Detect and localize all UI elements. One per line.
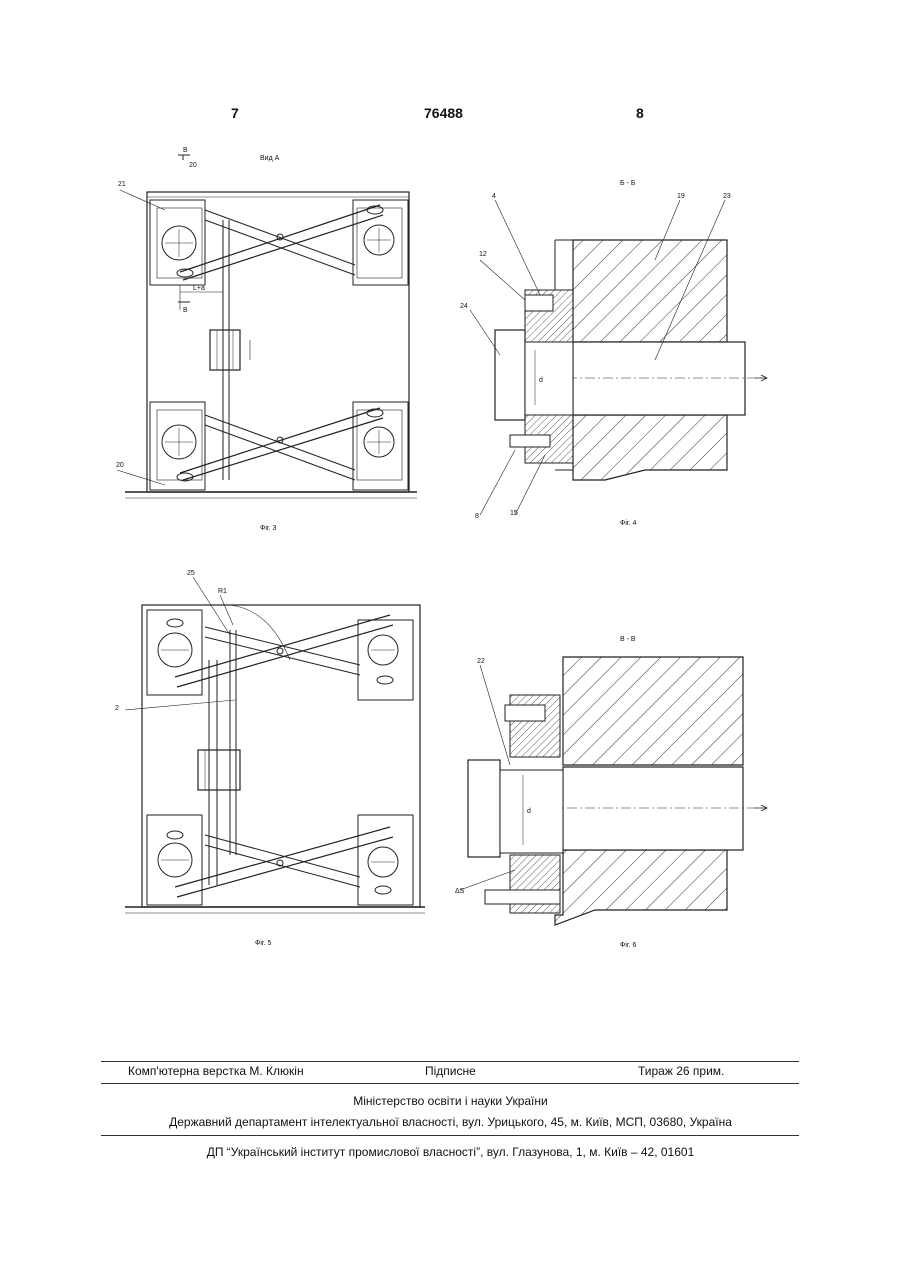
dimension-label: d — [539, 377, 543, 384]
label-4: 4 — [492, 193, 496, 200]
section-mark-top: В — [183, 147, 188, 154]
section-title: Б - Б — [620, 180, 636, 187]
figure-4: Б - Б 4 19 23 12 24 8 15 d Фіг. 4 — [455, 170, 785, 535]
typesetter: Комп'ютерна верстка М. Клюкін — [128, 1064, 304, 1078]
label-25: 25 — [187, 570, 195, 577]
patent-number: 76488 — [424, 105, 463, 121]
footer-rule-bottom — [101, 1135, 799, 1136]
figure-caption: Фіг. 5 — [255, 939, 271, 947]
label-24: 24 — [460, 303, 468, 310]
page-number-left: 7 — [231, 105, 239, 121]
institute: ДП “Український інститут промислової вла… — [0, 1145, 901, 1159]
label-delta-s: ΔS — [455, 888, 465, 895]
label-20-top: 20 — [189, 162, 197, 169]
label-15: 15 — [510, 510, 518, 517]
section-title: В - В — [620, 636, 636, 643]
ministry: Міністерство освіти і науки України — [0, 1094, 901, 1108]
footer-rule-top — [101, 1061, 799, 1062]
label-R1: R1 — [218, 588, 227, 595]
label-19: 19 — [677, 193, 685, 200]
label-12: 12 — [479, 251, 487, 258]
signed: Підписне — [425, 1064, 476, 1078]
view-title: Вид А — [260, 155, 280, 162]
figure-6: В - В 22 ΔS d Фіг. 6 — [455, 625, 785, 955]
figure-caption: Фіг. 4 — [620, 519, 636, 527]
figure-3: В В Вид А 20 21 20 L+a Фіг. 3 — [105, 140, 435, 535]
department: Державний департамент інтелектуальної вл… — [0, 1115, 901, 1129]
label-20-bottom: 20 — [116, 462, 124, 469]
figure-caption: Фіг. 6 — [620, 941, 636, 949]
footer-rule-middle — [101, 1083, 799, 1084]
dimension-label: d — [527, 808, 531, 815]
label-8: 8 — [475, 513, 479, 520]
label-23: 23 — [723, 193, 731, 200]
label-21: 21 — [118, 181, 126, 188]
section-mark-bottom: В — [183, 307, 188, 314]
circulation: Тираж 26 прим. — [638, 1064, 724, 1078]
label-22: 22 — [477, 658, 485, 665]
dimension-label: L+a — [193, 285, 205, 292]
label-2: 2 — [115, 705, 119, 712]
figure-caption: Фіг. 3 — [260, 524, 276, 532]
figure-5: 25 R1 2 Фіг. 5 — [105, 565, 435, 955]
page-number-right: 8 — [636, 105, 644, 121]
